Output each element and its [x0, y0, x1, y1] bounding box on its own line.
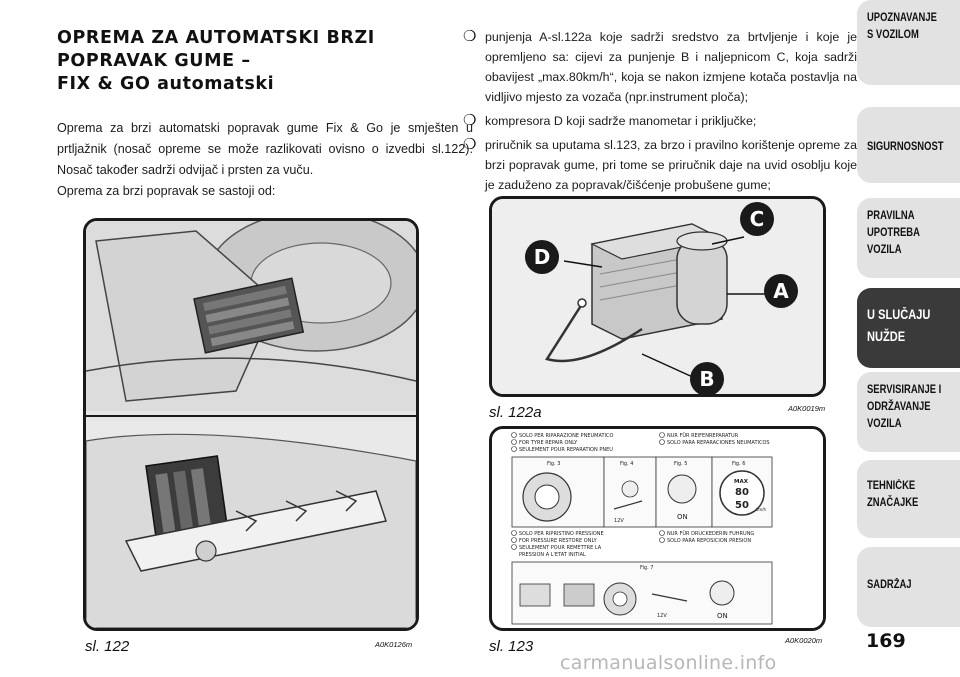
- svg-text:FOR TYRE REPAIR ONLY: FOR TYRE REPAIR ONLY: [519, 440, 578, 446]
- section-title-line-2: POPRAVAK GUME –: [57, 51, 251, 71]
- figure-122a-code: A0K0019m: [788, 404, 826, 413]
- sidebar-tab-label: SERVISIRANJE I ODRŽAVANJE VOZILA: [867, 384, 942, 430]
- label-badge-b: B: [690, 362, 724, 394]
- list-item: ❍priručnik sa uputama sl.123, za brzo i …: [463, 136, 857, 192]
- svg-text:12V: 12V: [614, 518, 624, 524]
- svg-text:SEULEMENT POUR REPARATION PNEU: SEULEMENT POUR REPARATION PNEU: [519, 447, 613, 453]
- bullet-circle-icon: ❍: [463, 28, 477, 45]
- svg-text:Fig. 3: Fig. 3: [547, 461, 560, 467]
- svg-text:D: D: [534, 245, 551, 269]
- section-title-line-1: OPREMA ZA AUTOMATSKI BRZI: [57, 28, 375, 48]
- svg-text:SOLO PER RIPRISTINO PRESSIONE: SOLO PER RIPRISTINO PRESSIONE: [519, 531, 604, 537]
- watermark: carmanualsonline.info: [560, 652, 777, 674]
- svg-text:ON: ON: [717, 612, 728, 620]
- section-title: OPREMA ZA AUTOMATSKI BRZI POPRAVAK GUME …: [57, 27, 447, 96]
- svg-text:PRESSION A L'ETAT INITIAL: PRESSION A L'ETAT INITIAL: [519, 552, 586, 558]
- figure-122-caption: sl. 122: [85, 638, 130, 655]
- svg-text:80: 80: [735, 487, 749, 498]
- svg-text:C: C: [750, 207, 765, 231]
- sidebar-tab-pravilna-upotreba[interactable]: PRAVILNA UPOTREBA VOZILA: [857, 198, 960, 278]
- svg-text:50: 50: [735, 500, 749, 511]
- label-badge-d: D: [525, 240, 559, 274]
- sidebar-tab-sigurnosnost[interactable]: SIGURNOSNOST: [857, 107, 960, 183]
- list-item: ❍kompresora D koji sadrže manometar i pr…: [463, 112, 757, 129]
- sidebar-tab-sadrzaj[interactable]: SADRŽAJ: [857, 547, 960, 627]
- section-title-line-3: FIX & GO automatski: [57, 74, 275, 94]
- figure-123-caption: sl. 123: [489, 638, 534, 655]
- instruction-sticker: SOLO PER RIPARAZIONE PNEUMATICO FOR TYRE…: [492, 429, 823, 628]
- sidebar-tab-tehnicke-znacajke[interactable]: TEHNIČKE ZNAČAJKE: [857, 460, 960, 538]
- sidebar-tab-upoznavanje[interactable]: UPOZNAVANJE S VOZILOM: [857, 0, 960, 85]
- intro-paragraph: Oprema za brzi automatski popravak gume …: [57, 121, 473, 177]
- svg-text:Fig. 6: Fig. 6: [732, 461, 745, 467]
- label-badge-c: C: [740, 202, 774, 236]
- page-number: 169: [866, 630, 906, 652]
- svg-text:MAX: MAX: [734, 479, 749, 485]
- figure-123-code: A0K0020m: [785, 636, 823, 645]
- sidebar-tab-label: SIGURNOSNOST: [867, 141, 944, 153]
- compressor-illustration: D C A B: [492, 199, 823, 394]
- svg-text:Fig. 7: Fig. 7: [640, 565, 653, 571]
- svg-text:12V: 12V: [657, 613, 667, 619]
- figure-122-trunk-image: [83, 218, 419, 631]
- kit-contents-intro: Oprema za brzi popravak se sastoji od:: [57, 184, 276, 198]
- bullet-circle-icon: ❍: [463, 136, 477, 153]
- trunk-illustration: [86, 221, 416, 628]
- svg-text:ON: ON: [677, 513, 688, 521]
- sidebar-tab-label: SADRŽAJ: [867, 579, 912, 591]
- label-badge-a: A: [764, 274, 798, 308]
- list-item: ❍punjenja A-sl.122a koje sadrži sredstvo…: [463, 28, 857, 104]
- svg-text:SOLO PARA REPOSICION PRESION: SOLO PARA REPOSICION PRESION: [667, 538, 751, 544]
- svg-text:SOLO PARA REPARACIONES NEUMATI: SOLO PARA REPARACIONES NEUMATICOS: [667, 440, 770, 446]
- svg-text:NUR FÜR DRUCKEDERIN FUHRUNG: NUR FÜR DRUCKEDERIN FUHRUNG: [667, 530, 754, 537]
- sidebar-tab-servisiranje[interactable]: SERVISIRANJE I ODRŽAVANJE VOZILA: [857, 372, 960, 452]
- sidebar-tab-label: UPOZNAVANJE S VOZILOM: [867, 12, 937, 41]
- kit-contents-list: ❍punjenja A-sl.122a koje sadrži sredstvo…: [463, 27, 857, 199]
- svg-text:NUR FÜR REIFENREPARATUR: NUR FÜR REIFENREPARATUR: [667, 432, 739, 439]
- bullet-circle-icon: ❍: [463, 112, 477, 129]
- svg-text:Fig. 4: Fig. 4: [620, 461, 633, 467]
- svg-text:SEULEMENT POUR REMETTRE LA: SEULEMENT POUR REMETTRE LA: [519, 545, 602, 551]
- sidebar-tab-u-slucaju-nuzde[interactable]: U SLUČAJU NUŽDE: [857, 288, 960, 368]
- sidebar-tab-label: U SLUČAJU NUŽDE: [867, 307, 931, 344]
- svg-text:A: A: [773, 279, 789, 303]
- figure-123-instruction-image: SOLO PER RIPARAZIONE PNEUMATICO FOR TYRE…: [489, 426, 826, 631]
- figure-122a-compressor-image: D C A B: [489, 196, 826, 397]
- sidebar-tab-label: TEHNIČKE ZNAČAJKE: [867, 480, 919, 509]
- svg-text:km/h: km/h: [756, 507, 767, 512]
- sidebar-tab-label: PRAVILNA UPOTREBA VOZILA: [867, 210, 920, 256]
- figure-122a-caption: sl. 122a: [489, 404, 542, 421]
- svg-text:B: B: [699, 367, 714, 391]
- figure-122-code: A0K0126m: [375, 640, 413, 649]
- svg-text:Fig. 5: Fig. 5: [674, 461, 687, 467]
- svg-text:SOLO PER RIPARAZIONE PNEUMATIC: SOLO PER RIPARAZIONE PNEUMATICO: [519, 433, 614, 439]
- svg-text:FOR PRESSURE RESTORE ONLY: FOR PRESSURE RESTORE ONLY: [519, 538, 598, 544]
